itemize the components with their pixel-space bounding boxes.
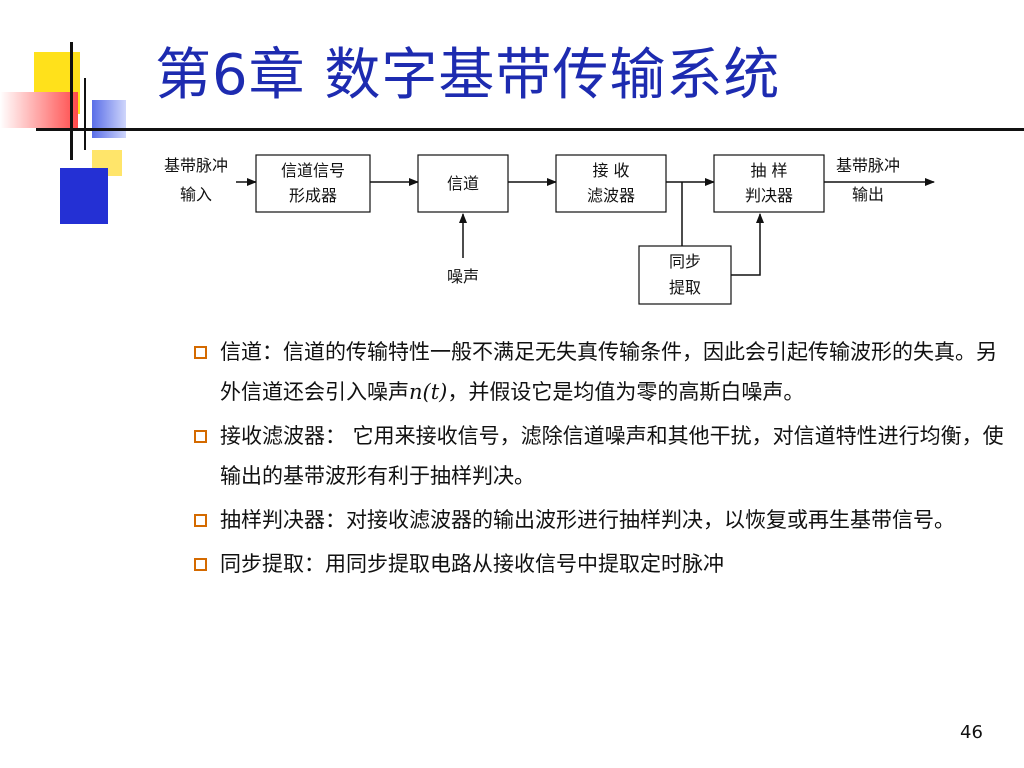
output-label-line2: 输出 xyxy=(852,185,884,204)
decor-red-gradient-bar xyxy=(0,92,78,128)
block-decision-line1: 抽 样 xyxy=(750,161,787,180)
block-formation-line2: 形成器 xyxy=(289,186,337,205)
block-sampling-decision xyxy=(713,154,825,213)
block-channel-label: 信道 xyxy=(447,174,479,193)
page-number: 46 xyxy=(960,722,983,743)
input-label-line2: 输入 xyxy=(180,185,212,204)
block-decision-line2: 判决器 xyxy=(745,186,793,205)
bullet-square-icon xyxy=(194,514,207,527)
title-underline xyxy=(36,128,1024,131)
bullet-list: 信道：信道的传输特性一般不满足无失真传输条件，因此会引起传输波形的失真。另外信道… xyxy=(192,332,1012,588)
block-sync-line1: 同步 xyxy=(669,252,701,271)
noise-label: 噪声 xyxy=(447,267,479,286)
output-label-line1: 基带脉冲 xyxy=(836,156,900,175)
system-block-diagram: 基带脉冲 输入 信道信号 形成器 信道 接 收 滤波器 抽 样 判决器 基带脉冲… xyxy=(164,154,935,305)
block-filter-line2: 滤波器 xyxy=(587,186,635,205)
decor-vertical-line xyxy=(70,42,73,160)
bullet-item-sampling-decision: 抽样判决器：对接收滤波器的输出波形进行抽样判决，以恢复或再生基带信号。 xyxy=(192,500,1012,540)
bullet-text: 抽样判决器：对接收滤波器的输出波形进行抽样判决，以恢复或再生基带信号。 xyxy=(220,508,955,532)
bullet-square-icon xyxy=(194,430,207,443)
bullet-text: 同步提取：用同步提取电路从接收信号中提取定时脉冲 xyxy=(220,552,724,576)
bullet-text: 信道：信道的传输特性一般不满足无失真传输条件，因此会引起传输波形的失真。另外信道… xyxy=(220,340,997,404)
bullet-square-icon xyxy=(194,558,207,571)
bullet-item-receive-filter: 接收滤波器： 它用来接收信号，滤除信道噪声和其他干扰，对信道特性进行均衡，使输出… xyxy=(192,416,1012,496)
block-channel xyxy=(417,154,509,213)
block-formation-line1: 信道信号 xyxy=(281,161,345,180)
block-receive-filter xyxy=(555,154,667,213)
block-filter-line1: 接 收 xyxy=(592,161,629,180)
page-title: 第6章 数字基带传输系统 xyxy=(155,43,781,108)
arrow-sync-to-decision xyxy=(731,213,764,276)
decor-vertical-line-short xyxy=(84,78,86,150)
bullet-item-sync-extraction: 同步提取：用同步提取电路从接收信号中提取定时脉冲 xyxy=(192,544,1012,584)
block-sync-line2: 提取 xyxy=(669,278,701,297)
decor-blue-square xyxy=(60,168,108,224)
noise-formula: n(t) xyxy=(409,380,448,404)
bullet-square-icon xyxy=(194,346,207,359)
bullet-text: ，并假设它是均值为零的高斯白噪声。 xyxy=(447,380,805,404)
bullet-text: 接收滤波器： 它用来接收信号，滤除信道噪声和其他干扰，对信道特性进行均衡，使输出… xyxy=(220,424,1004,488)
block-formation xyxy=(255,154,371,213)
input-label-line1: 基带脉冲 xyxy=(164,156,228,175)
bullet-item-channel: 信道：信道的传输特性一般不满足无失真传输条件，因此会引起传输波形的失真。另外信道… xyxy=(192,332,1012,412)
decor-blue-gradient-square xyxy=(92,100,126,138)
